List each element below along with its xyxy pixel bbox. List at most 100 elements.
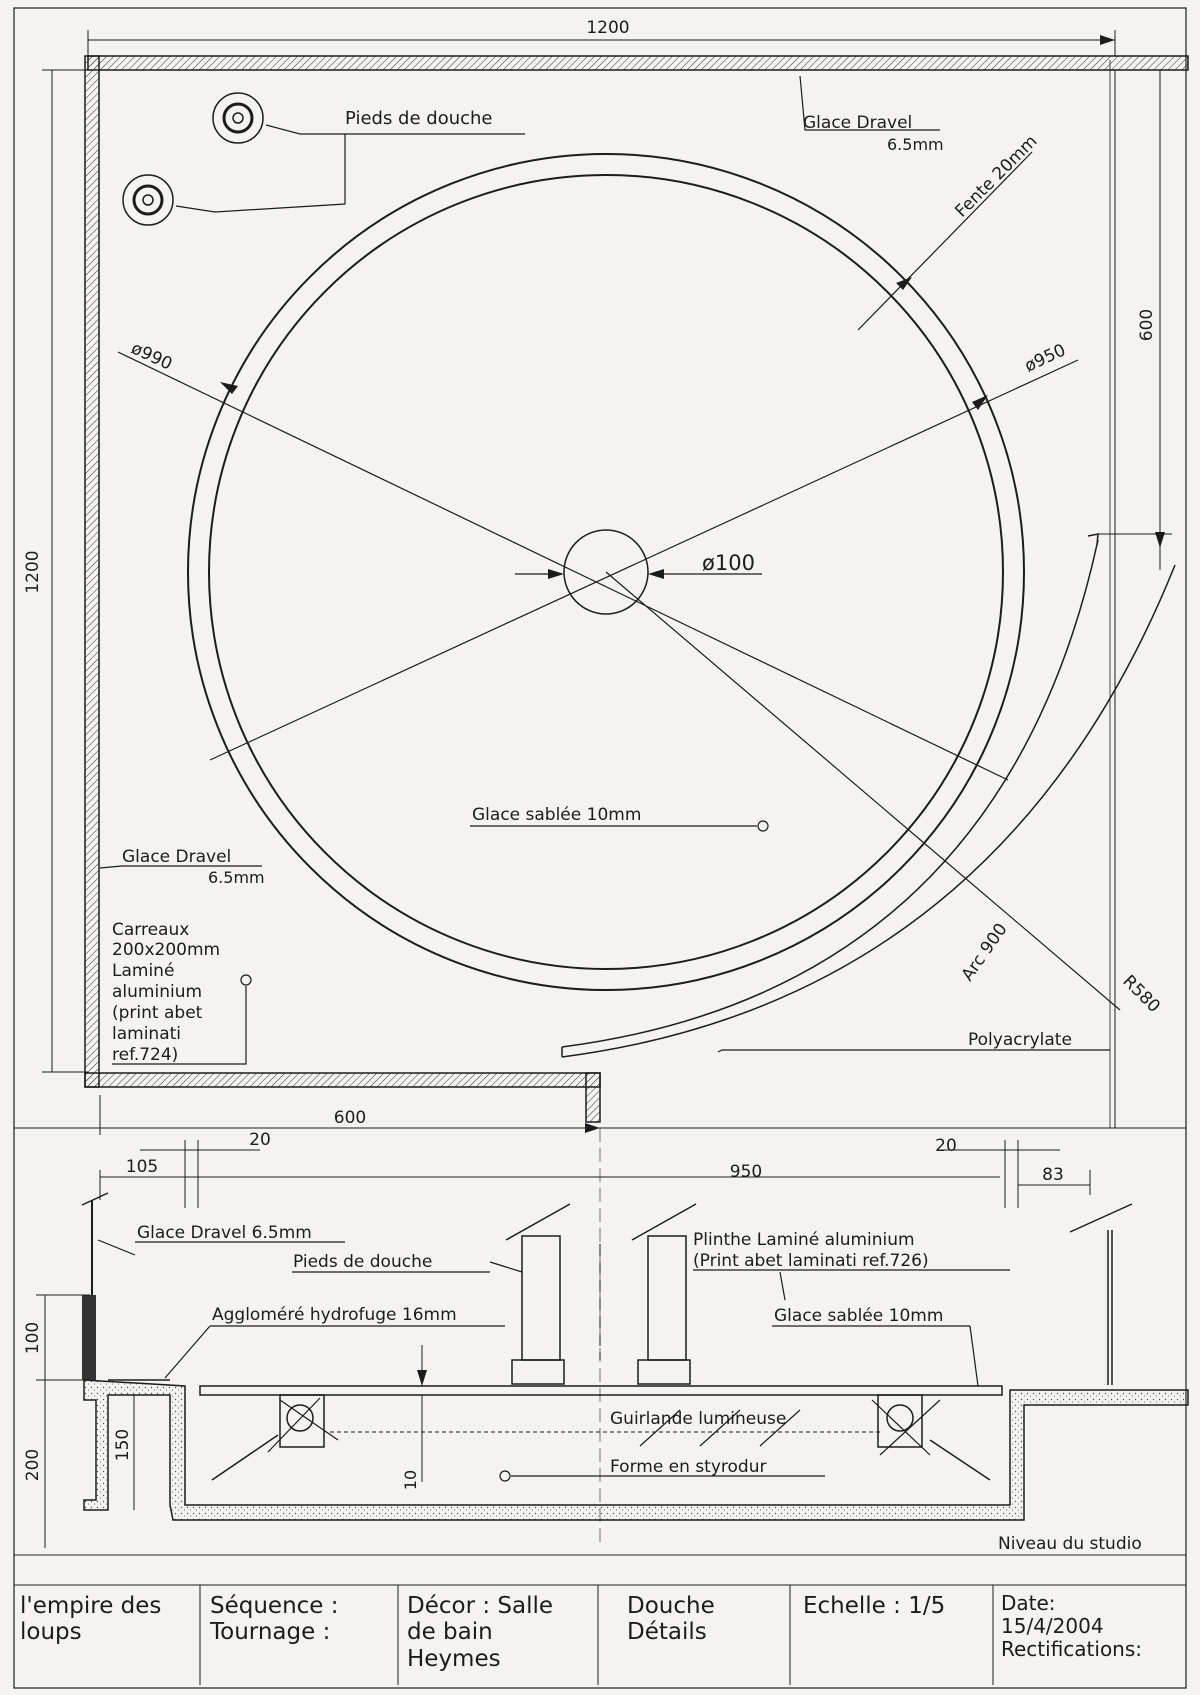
d100-arrowhead-right (648, 569, 664, 579)
label-glace-dravel-top: Glace Dravel (803, 113, 912, 133)
light-box-left (279, 1394, 325, 1448)
carreaux-line-3: Laminé (112, 961, 174, 981)
dim-83: 83 (1042, 1165, 1064, 1185)
fente-leader (857, 151, 1033, 331)
carreaux-line-7: ref.724) (112, 1045, 178, 1065)
label-guirlande: Guirlande lumineuse (610, 1409, 786, 1429)
carreaux-marker (240, 974, 252, 986)
styrodur-base (83, 1379, 1189, 1521)
shower-foot-section-1 (521, 1235, 561, 1361)
label-agglomere: Aggloméré hydrofuge 16mm (212, 1305, 457, 1325)
brace-right (929, 1439, 991, 1481)
tb-date-label: Date: (1001, 1591, 1056, 1615)
light-right (886, 1404, 914, 1432)
dim-20-left: 20 (249, 1130, 271, 1150)
label-plinthe-1: Plinthe Laminé aluminium (693, 1230, 915, 1250)
left-glass-break (81, 1192, 109, 1206)
dim-105: 105 (126, 1157, 158, 1177)
label-d100: ø100 (702, 551, 755, 575)
light-box-right (877, 1394, 923, 1448)
light-right-cross-a (871, 1399, 931, 1456)
dim-20-right: 20 (935, 1136, 957, 1156)
right-glass-break (1069, 1203, 1133, 1233)
dim-right-600: 600 (1137, 309, 1157, 341)
label-glace-dravel-left-thickness: 6.5mm (208, 868, 265, 887)
tb-decor-1: Décor : Salle (407, 1593, 553, 1619)
polyacrylate-arc-cap (1087, 533, 1099, 546)
pieds-leader-2 (175, 134, 346, 213)
label-glace-sablee-plan: Glace sablée 10mm (472, 805, 641, 825)
pieds-section-leader (489, 1261, 523, 1273)
label-niveau-studio: Niveau du studio (998, 1534, 1142, 1554)
label-forme-styrodur: Forme en styrodur (610, 1457, 766, 1477)
left-glass-wall (84, 55, 100, 1088)
dim-top-1200: 1200 (586, 18, 629, 38)
dim-section-200: 200 (23, 1449, 43, 1481)
polyacrylate-arc-outer (561, 564, 1176, 1058)
label-polyacrylate: Polyacrylate (968, 1030, 1072, 1050)
plinthe-leader (779, 1271, 786, 1301)
label-d990: ø990 (128, 338, 175, 374)
light-left (286, 1404, 314, 1432)
dim-bottom-arrowhead (585, 1123, 600, 1133)
dim-left-1200: 1200 (23, 550, 43, 593)
page-frame (13, 7, 1187, 1689)
forme-marker (499, 1470, 511, 1482)
outer-circle-990 (187, 153, 1025, 991)
tb-film-2: loups (20, 1619, 82, 1645)
dim-section-150: 150 (113, 1429, 133, 1461)
guirlande-stroke-1 (639, 1409, 681, 1447)
diameter-990-line (117, 351, 1009, 781)
label-glace-dravel-top-thickness: 6.5mm (887, 135, 944, 154)
label-arc-900: Arc 900 (958, 920, 1012, 985)
arrow-d950 (972, 395, 988, 410)
tb-tournage: Tournage : (209, 1619, 330, 1645)
dim-top-arrowhead (1100, 35, 1115, 45)
top-glass-wall (87, 55, 1189, 71)
polyacrylate-arc-inner (561, 539, 1099, 1048)
glace-dravel-top-leader (799, 75, 940, 131)
tb-decor-3: Heymes (407, 1646, 501, 1672)
arrow-d990 (220, 382, 238, 394)
radius-580-line (605, 571, 1121, 1011)
glace-sablee-marker (757, 820, 769, 832)
pieds-leader (265, 124, 525, 135)
guirlande-stroke-3 (759, 1409, 801, 1447)
glace-dravel-section-leader (97, 1239, 136, 1256)
dim-10-arrowhead (417, 1370, 427, 1386)
label-pieds-section: Pieds de douche (293, 1252, 432, 1272)
shower-foot-base-2 (637, 1359, 691, 1385)
tb-subject-1: Douche (627, 1593, 715, 1619)
shower-foot-section-2 (647, 1235, 687, 1361)
inner-circle-950 (208, 174, 1004, 970)
agglomere-leader (164, 1325, 211, 1379)
dim-bottom-600: 600 (334, 1108, 366, 1128)
section-view: 105 20 950 20 83 (23, 1130, 1189, 1554)
carreaux-line-4: aluminium (112, 982, 202, 1002)
carreaux-line-1: Carreaux (112, 920, 189, 940)
drain-circle-100 (563, 529, 649, 615)
tb-subject-2: Détails (627, 1619, 707, 1645)
light-left-cross-b (279, 1399, 339, 1441)
carreaux-line-5: (print abet (112, 1003, 203, 1023)
tb-rectifications: Rectifications: (1001, 1637, 1142, 1661)
guirlande-stroke-2 (699, 1409, 741, 1447)
light-left-cross-a (267, 1397, 321, 1453)
polyacrylate-leader (717, 1049, 1110, 1053)
bottom-glass-return (585, 1072, 601, 1123)
label-r580: R580 (1118, 971, 1163, 1016)
light-right-cross-b (879, 1399, 941, 1456)
glace-sablee-section-leader (969, 1325, 979, 1387)
fente-arrowhead (896, 277, 912, 290)
plan-view: Pieds de douche ø990 ø950 ø100 Fente 20m… (23, 18, 1189, 1135)
tb-sequence: Séquence : (210, 1593, 339, 1619)
brace-left (211, 1434, 279, 1481)
shower-foot-break-2 (631, 1203, 697, 1241)
glace-dravel-section (82, 1295, 96, 1380)
glace-dravel-left-leader (99, 865, 262, 869)
label-fente: Fente 20mm (951, 131, 1041, 221)
carreaux-line-6: laminati (112, 1024, 181, 1044)
carreaux-note: Carreaux 200x200mm Laminé aluminium (pri… (112, 920, 252, 1065)
tb-scale: Echelle : 1/5 (803, 1593, 945, 1619)
